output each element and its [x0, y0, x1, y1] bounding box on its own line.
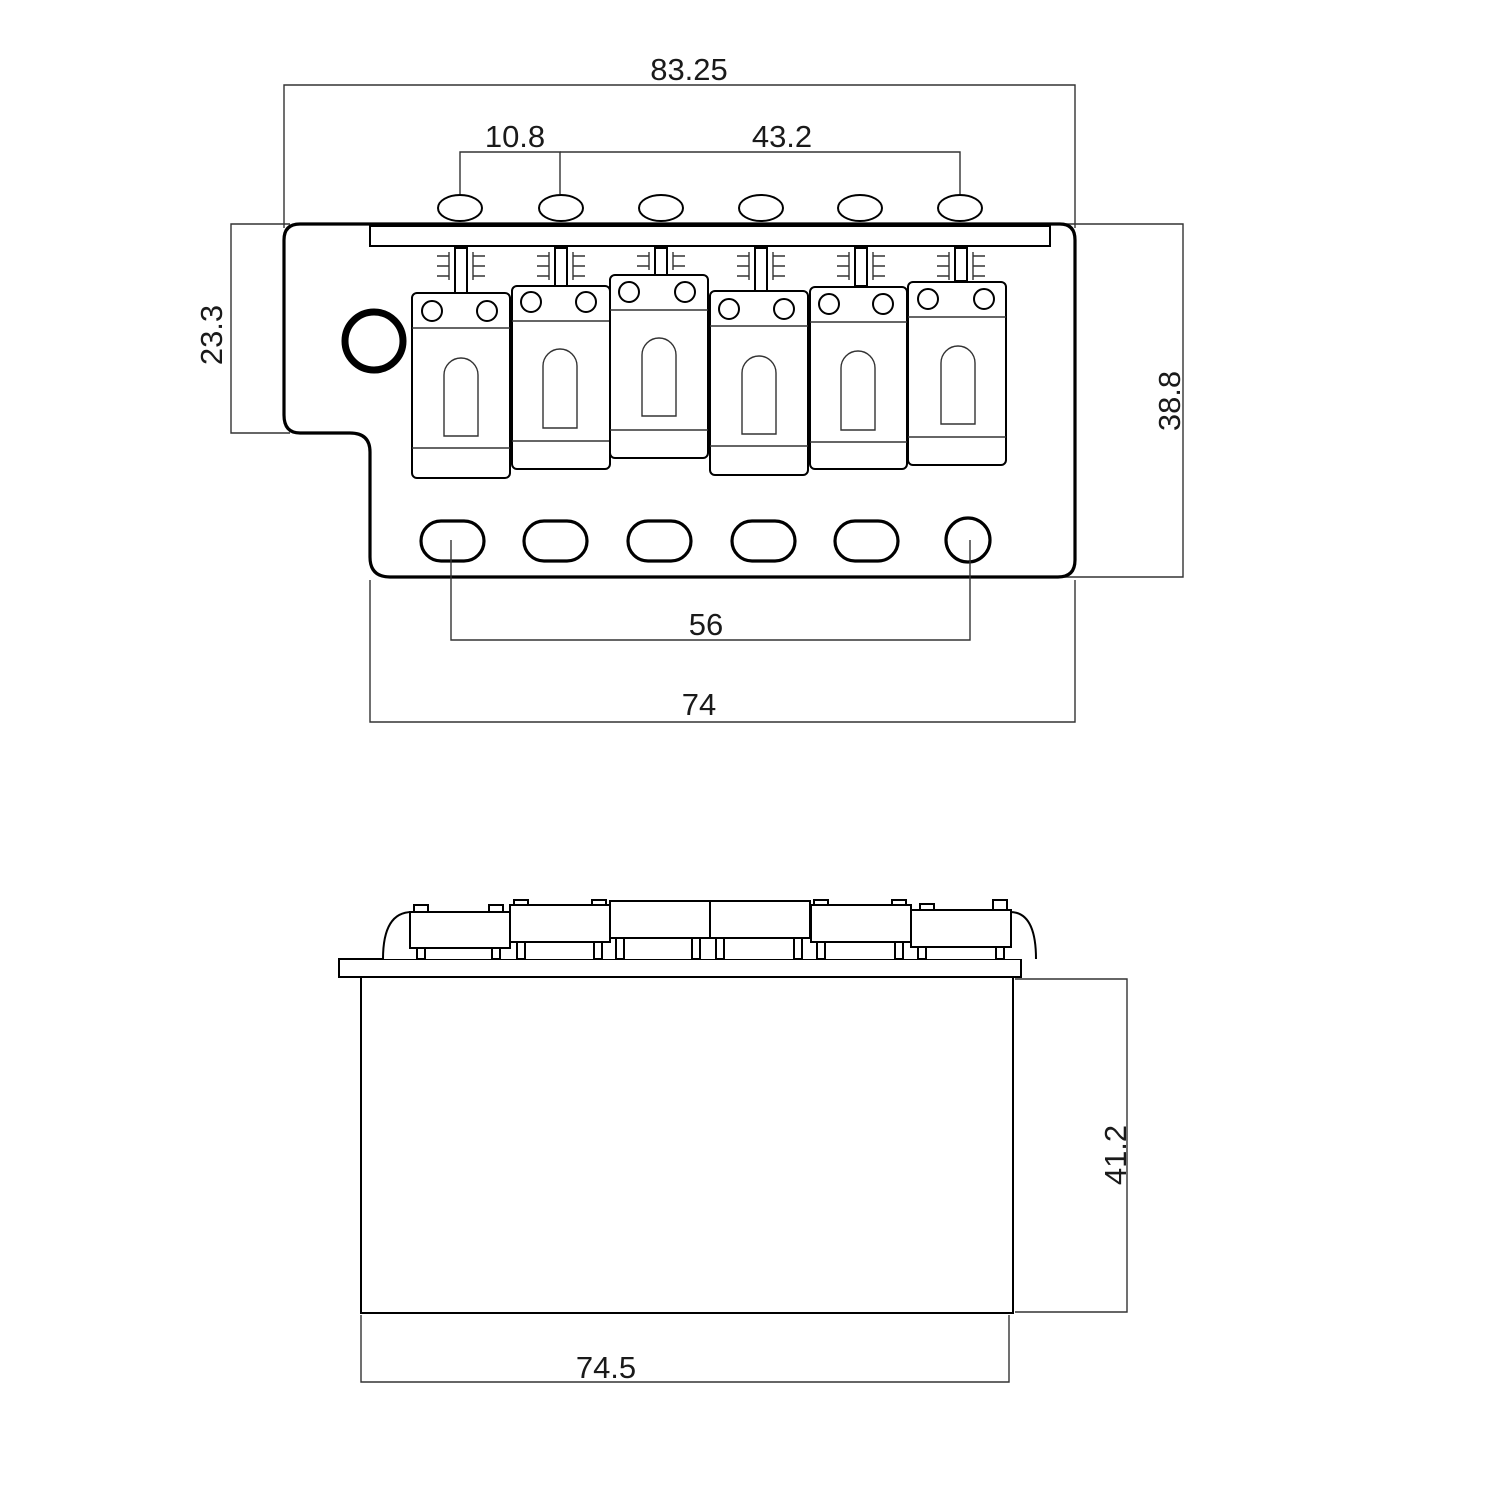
- height-screw-icon: [872, 293, 894, 315]
- dimension-block-height: 41.2: [1015, 978, 1133, 1313]
- dimension-outer-string-span: 43.2: [560, 119, 961, 194]
- side-saddles: [409, 899, 1012, 960]
- saddle: [411, 292, 511, 479]
- mounting-hole: [944, 516, 992, 564]
- label-block-height: 41.2: [1098, 1125, 1133, 1185]
- mounting-slot: [626, 519, 693, 563]
- side-saddle: [709, 900, 811, 960]
- intonation-spring: [737, 247, 785, 292]
- intonation-spring: [637, 247, 685, 276]
- label-mount-hole-span: 56: [689, 607, 723, 642]
- dimension-plate-width: 74: [369, 580, 1076, 723]
- saddle: [809, 286, 908, 470]
- mounting-holes: [419, 516, 992, 564]
- side-saddle: [609, 900, 711, 960]
- height-screw-icon: [917, 288, 939, 310]
- intonation-spring: [437, 247, 485, 294]
- height-screw-icon: [773, 298, 795, 320]
- intonation-spring: [937, 247, 985, 282]
- height-screw-icon: [973, 288, 995, 310]
- mounting-slot: [833, 519, 900, 563]
- dimension-overall-width: 83.25: [283, 52, 1076, 228]
- tremolo-block: [360, 976, 1014, 1314]
- string-hole: [738, 194, 784, 222]
- intonation-springs: [437, 247, 985, 294]
- height-screw-icon: [818, 293, 840, 315]
- tremolo-arm-hole: [341, 308, 407, 374]
- height-screw-icon: [575, 291, 597, 313]
- height-screw-icon: [421, 300, 443, 322]
- height-screw-icon: [618, 281, 640, 303]
- height-screw-icon: [476, 300, 498, 322]
- dimension-block-width: 74.5: [360, 1315, 1010, 1385]
- string-hole: [937, 194, 983, 222]
- string-hole: [638, 194, 684, 222]
- top-view: 83.25 10.8 43.2 23.3 38.8: [194, 52, 1187, 723]
- saddle: [709, 290, 809, 476]
- label-string-spacing: 10.8: [485, 119, 545, 154]
- string-plate-edge: [369, 225, 1051, 247]
- label-outer-string-span: 43.2: [752, 119, 812, 154]
- side-saddle: [810, 899, 912, 960]
- side-plate: [338, 958, 1022, 978]
- mounting-slot: [522, 519, 589, 563]
- saddles: [411, 274, 1007, 479]
- label-bridge-depth-total: 38.8: [1152, 371, 1187, 431]
- side-view: 41.2 74.5: [338, 899, 1133, 1385]
- label-overall-width: 83.25: [650, 52, 728, 87]
- label-plate-width: 74: [682, 687, 716, 722]
- string-hole: [837, 194, 883, 222]
- height-screw-icon: [520, 291, 542, 313]
- height-screw-icon: [718, 298, 740, 320]
- label-bridge-depth-left: 23.3: [194, 305, 229, 365]
- mounting-slot: [419, 519, 486, 563]
- dimension-mount-hole-span: 56: [450, 540, 971, 642]
- saddle: [907, 281, 1007, 466]
- dimension-string-spacing: 10.8: [459, 119, 561, 194]
- string-hole: [538, 194, 584, 222]
- label-block-width: 74.5: [576, 1350, 636, 1385]
- saddle: [609, 274, 709, 459]
- side-saddle: [509, 899, 611, 960]
- saddle: [511, 285, 611, 470]
- dimension-bridge-depth-left: 23.3: [194, 223, 290, 434]
- side-saddle: [910, 899, 1012, 960]
- mounting-slot: [730, 519, 797, 563]
- string-hole: [437, 194, 483, 222]
- string-holes: [437, 194, 983, 222]
- height-screw-icon: [674, 281, 696, 303]
- dimension-bridge-depth-total: 38.8: [1062, 223, 1187, 578]
